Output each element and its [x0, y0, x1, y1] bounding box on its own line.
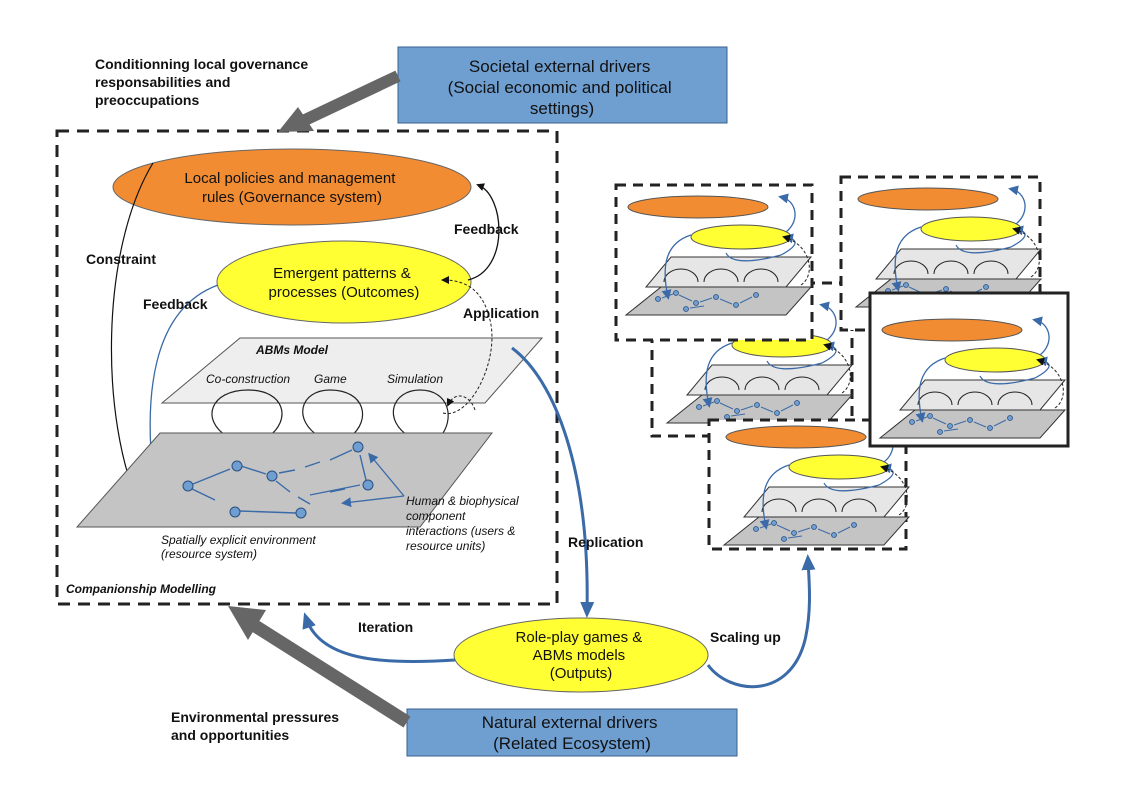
interaction-pointer-2 [341, 495, 405, 508]
svg-text:Natural external drivers (: Natural external drivers (Related Ecosys… [482, 713, 662, 753]
coconstruction-label: Co-construction [206, 372, 290, 386]
svg-text:Emergent patterns & proces: Emergent patterns & processes (Outcomes) [269, 265, 420, 301]
feedback-right-arrow [467, 183, 500, 281]
spatial-environment-plane [75, 432, 494, 528]
agent-node [295, 507, 307, 519]
simulation-label: Simulation [387, 372, 443, 386]
abms-model-plane [160, 337, 544, 404]
societal-line-2: (Social economic and political [448, 78, 672, 97]
natural-line-2: (Related Ecosystem) [493, 734, 651, 753]
agent-node [266, 470, 278, 482]
replication-arrow [511, 346, 595, 618]
societal-arrow-shaft [302, 70, 401, 126]
game-loop [302, 389, 364, 438]
interaction-pointer-1 [368, 452, 405, 497]
agent-node [182, 480, 194, 492]
replicated-model-4 [868, 291, 1070, 448]
iteration-arrow [302, 612, 456, 664]
svg-text:Local policies and management: Local policies and management rules (Gov… [184, 170, 399, 206]
simulation-to-emergent-arrow [441, 276, 493, 414]
natural-arrow-head [228, 606, 266, 640]
replication-label: Replication [568, 534, 643, 550]
constraint-arrow [110, 162, 154, 509]
local-policies-line-2: rules (Governance system) [202, 189, 382, 206]
svg-text:Role-play games & ABMs mod: Role-play games & ABMs models (Outputs) [516, 629, 647, 682]
natural-arrow-shaft [248, 618, 411, 728]
agent-node [362, 479, 374, 491]
simulation-loop [392, 389, 449, 438]
emergent-line-1: Emergent patterns & [273, 265, 411, 282]
replicated-model-1 [614, 183, 814, 342]
emergent-patterns-ellipse [216, 240, 472, 324]
role-play-ellipse [453, 617, 709, 693]
societal-line-1: Societal external drivers [469, 57, 650, 76]
constraint-label: Constraint [86, 251, 156, 267]
roleplay-line-1: Role-play games & [516, 629, 643, 646]
environmental-label: Environmental pressures and opportunitie… [171, 709, 343, 743]
coconstruction-loop [211, 389, 283, 438]
roleplay-line-3: (Outputs) [550, 665, 613, 682]
iteration-label: Iteration [358, 619, 413, 635]
societal-arrow-head [278, 107, 314, 132]
abms-model-label: ABMs Model [255, 343, 329, 357]
human-biophysical-label: Human & biophysical component interactio… [406, 494, 522, 553]
scaling-up-label: Scaling up [710, 629, 781, 645]
local-policies-ellipse [112, 148, 472, 226]
agent-node [231, 460, 243, 472]
companionship-label: Companionship Modelling [66, 582, 217, 596]
agent-node [352, 441, 364, 453]
societal-line-3: settings) [530, 99, 594, 118]
agent-node [229, 506, 241, 518]
agent-network [182, 441, 374, 519]
spatial-environment-label: Spatially explicit environment (resource… [161, 533, 319, 561]
conditioning-label: Conditionning local governance responsab… [95, 56, 312, 108]
application-label: Application [463, 305, 539, 321]
game-label: Game [314, 372, 347, 386]
local-policies-line-1: Local policies and management [184, 170, 396, 187]
societal-drivers-box [397, 46, 728, 124]
natural-drivers-box [406, 708, 738, 757]
roleplay-line-2: ABMs models [533, 647, 626, 664]
feedback-left-label: Feedback [143, 296, 208, 312]
svg-text:Societal external drivers: Societal external drivers (Social econom… [448, 57, 677, 118]
natural-line-1: Natural external drivers [482, 713, 658, 732]
emergent-line-2: processes (Outcomes) [269, 284, 420, 301]
scaling-up-arrow [706, 554, 816, 689]
feedback-right-label: Feedback [454, 221, 519, 237]
